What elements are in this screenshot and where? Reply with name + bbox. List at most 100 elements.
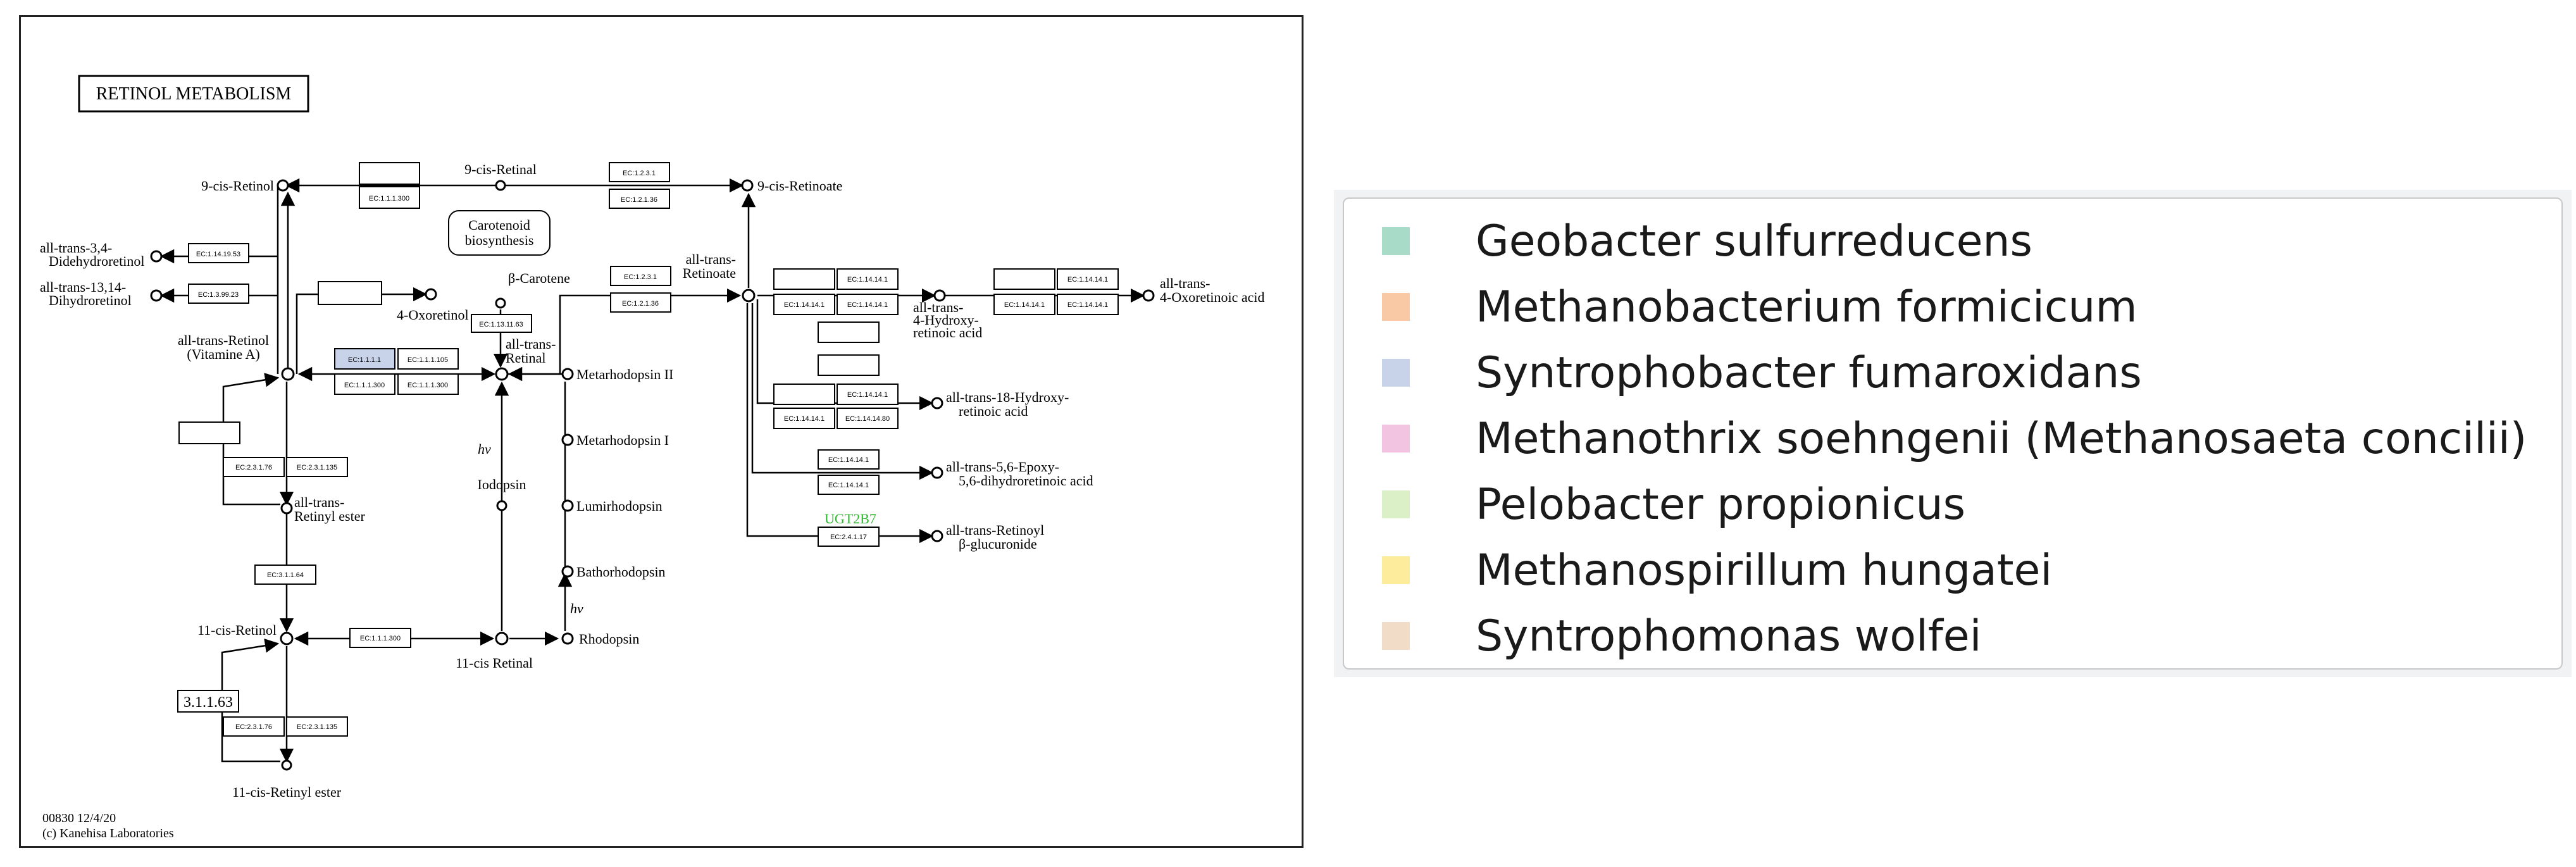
legend-label: Syntrophomonas wolfei bbox=[1476, 611, 1982, 661]
ec-label[interactable]: EC:1.14.14.1 bbox=[784, 415, 824, 423]
legend-item[interactable]: Pelobacter propionicus bbox=[1382, 476, 1965, 533]
legend-swatch bbox=[1382, 556, 1410, 584]
legend-label: Geobacter sulfurreducens bbox=[1476, 216, 2032, 266]
ec-label[interactable]: EC:1.14.14.1 bbox=[828, 482, 869, 489]
ec-label[interactable]: EC:1.14.14.1 bbox=[847, 391, 888, 399]
ec-label[interactable]: EC:1.14.14.80 bbox=[845, 415, 890, 423]
ec-label[interactable]: EC:1.14.19.53 bbox=[196, 251, 240, 258]
ec-label[interactable]: EC:1.1.1.300 bbox=[360, 635, 401, 642]
ec-label[interactable]: EC:1.1.1.300 bbox=[344, 382, 385, 389]
legend-item[interactable]: Syntrophomonas wolfei bbox=[1382, 608, 1982, 664]
compound-label[interactable]: all-trans-5,6-Epoxy- bbox=[946, 459, 1059, 475]
compound-label[interactable]: Retinal bbox=[506, 350, 546, 366]
ec-label[interactable]: EC:2.3.1.76 bbox=[235, 723, 272, 731]
ec-label[interactable]: EC:1.2.3.1 bbox=[624, 273, 657, 281]
ec-label[interactable]: EC:1.13.11.63 bbox=[479, 321, 523, 328]
compound-label[interactable]: all-trans- bbox=[686, 251, 736, 267]
legend-label: Methanobacterium formicicum bbox=[1476, 282, 2137, 332]
ec-label[interactable]: EC:1.1.1.105 bbox=[408, 356, 448, 364]
compound-label[interactable]: biosynthesis bbox=[465, 232, 534, 248]
compound-label[interactable]: Rhodopsin bbox=[579, 631, 639, 647]
compound-label[interactable]: 11-cis-Retinyl ester bbox=[232, 784, 342, 800]
ec-label[interactable]: EC:1.3.99.23 bbox=[198, 291, 239, 299]
compound-label[interactable]: 9-cis-Retinol bbox=[201, 178, 274, 194]
compound-label[interactable]: retinoic acid bbox=[913, 325, 982, 340]
legend-swatch bbox=[1382, 293, 1410, 321]
legend-swatch bbox=[1382, 622, 1410, 650]
compound-label[interactable]: all-trans- bbox=[1160, 275, 1210, 291]
compound-label[interactable]: Metarhodopsin I bbox=[576, 432, 669, 448]
compound-label[interactable]: 9-cis-Retinoate bbox=[757, 178, 842, 194]
hv-label: hv bbox=[478, 441, 491, 457]
compound-label[interactable]: Metarhodopsin II bbox=[576, 366, 673, 382]
legend-item[interactable]: Methanospirillum hungatei bbox=[1382, 542, 2052, 599]
compound-label[interactable]: all-trans-3,4- bbox=[40, 240, 112, 256]
ec-label[interactable]: EC:1.2.1.36 bbox=[621, 196, 657, 204]
compound-label[interactable]: Iodopsin bbox=[478, 477, 526, 492]
ec-label[interactable]: EC:1.14.14.1 bbox=[828, 456, 869, 464]
compound-label[interactable]: 4-Oxoretinol bbox=[397, 307, 469, 323]
legend-swatch bbox=[1382, 359, 1410, 387]
ec-label[interactable]: EC:1.14.14.1 bbox=[1067, 301, 1108, 309]
compound-label[interactable]: all-trans-13,14- bbox=[40, 279, 126, 295]
legend-item[interactable]: Methanothrix soehngenii (Methanosaeta co… bbox=[1382, 410, 2527, 467]
ec-label[interactable]: EC:2.3.1.135 bbox=[297, 723, 337, 731]
hv-label: hv bbox=[570, 601, 583, 616]
legend-label: Syntrophobacter fumaroxidans bbox=[1476, 347, 2142, 398]
compound-label[interactable]: Retinoate bbox=[683, 265, 736, 281]
compound-label[interactable]: 4-Hydroxy- bbox=[913, 312, 979, 328]
legend-swatch bbox=[1382, 490, 1410, 518]
compound-label[interactable]: all-trans- bbox=[506, 336, 556, 352]
ec-label[interactable]: EC:1.14.14.1 bbox=[1067, 276, 1108, 284]
compound-label[interactable]: all-trans- bbox=[294, 494, 344, 510]
ec-label[interactable]: EC:1.14.14.1 bbox=[847, 301, 888, 309]
ec-label[interactable]: EC:1.1.1.300 bbox=[369, 195, 409, 203]
map-title: RETINOL METABOLISM bbox=[96, 84, 292, 104]
legend-label: Methanospirillum hungatei bbox=[1476, 545, 2053, 596]
ec-label[interactable]: EC:1.2.3.1 bbox=[623, 170, 656, 177]
compound-label[interactable]: all-trans-Retinoyl bbox=[946, 522, 1044, 538]
compound-label[interactable]: Dihydroretinol bbox=[49, 292, 132, 308]
compound-label[interactable]: 5,6-dihydroretinoic acid bbox=[959, 473, 1093, 489]
legend-item[interactable]: Methanobacterium formicicum bbox=[1382, 278, 2137, 335]
compound-label[interactable]: Carotenoid bbox=[468, 217, 530, 233]
gene-label[interactable]: UGT2B7 bbox=[824, 511, 876, 527]
compound-label[interactable]: all-trans-18-Hydroxy- bbox=[946, 389, 1069, 405]
pathway-map: RETINOL METABOLISM bbox=[19, 15, 1304, 848]
legend-swatch bbox=[1382, 227, 1410, 255]
ec-label[interactable]: EC:2.3.1.76 bbox=[235, 464, 272, 471]
compound-label[interactable]: retinoic acid bbox=[959, 403, 1028, 419]
compound-label[interactable]: β-Carotene bbox=[508, 270, 570, 286]
compound-label[interactable]: all-trans- bbox=[913, 299, 963, 315]
ec-label[interactable]: EC:1.2.1.36 bbox=[622, 300, 659, 308]
legend-item[interactable]: Geobacter sulfurreducens bbox=[1382, 213, 2032, 270]
ec-label[interactable]: EC:3.1.1.64 bbox=[267, 571, 304, 579]
carotenoid-box[interactable] bbox=[448, 210, 551, 256]
compound-label[interactable]: all-trans-Retinol bbox=[178, 332, 269, 348]
compound-label[interactable]: 9-cis-Retinal bbox=[464, 161, 537, 177]
legend-box: Geobacter sulfurreducens Methanobacteriu… bbox=[1343, 197, 2563, 670]
compound-label[interactable]: 11-cis Retinal bbox=[456, 655, 533, 671]
legend-swatch bbox=[1382, 425, 1410, 452]
ec-label-large[interactable]: 3.1.1.63 bbox=[184, 694, 233, 711]
compound-label[interactable]: Didehydroretinol bbox=[49, 253, 145, 269]
compound-label[interactable]: Lumirhodopsin bbox=[576, 498, 663, 514]
compound-label[interactable]: 4-Oxoretinoic acid bbox=[1160, 289, 1265, 305]
ec-label[interactable]: EC:1.14.14.1 bbox=[784, 301, 824, 309]
compound-label[interactable]: β-glucuronide bbox=[959, 536, 1037, 552]
legend-item[interactable]: Syntrophobacter fumaroxidans bbox=[1382, 344, 2142, 401]
ec-label[interactable]: EC:1.14.14.1 bbox=[1004, 301, 1045, 309]
compound-label[interactable]: (Vitamine A) bbox=[187, 346, 259, 362]
compound-label[interactable]: Retinyl ester bbox=[294, 508, 365, 524]
legend-panel: Geobacter sulfurreducens Methanobacteriu… bbox=[1334, 190, 2572, 677]
ec-label[interactable]: EC:1.14.14.1 bbox=[847, 276, 888, 284]
map-title-box bbox=[78, 75, 309, 113]
compound-label[interactable]: Bathorhodopsin bbox=[576, 564, 666, 580]
ec-label[interactable]: EC:1.1.1.1 bbox=[348, 356, 381, 364]
ec-label[interactable]: EC:2.3.1.135 bbox=[297, 464, 337, 471]
compound-label[interactable]: 11-cis-Retinol bbox=[197, 622, 277, 638]
ec-label[interactable]: EC:1.1.1.300 bbox=[408, 382, 448, 389]
map-copyright: (c) Kanehisa Laboratories bbox=[42, 826, 174, 840]
ec-label[interactable]: EC:2.4.1.17 bbox=[830, 533, 867, 541]
map-id: 00830 12/4/20 bbox=[42, 811, 116, 825]
